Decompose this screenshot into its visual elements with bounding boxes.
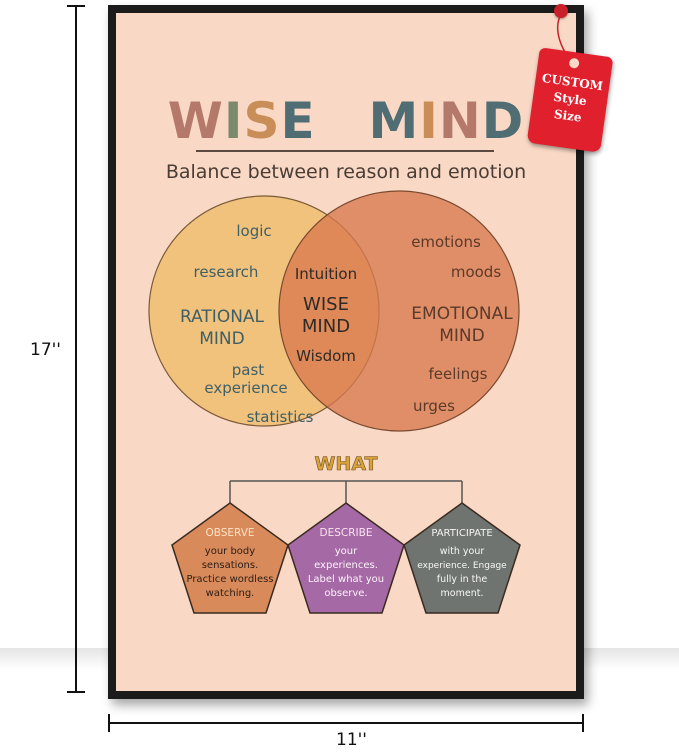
participate-pentagon <box>403 502 521 614</box>
skill-text: with your <box>440 546 485 557</box>
title-letter: W <box>167 92 224 150</box>
skill-text: experience. Engage <box>417 561 507 571</box>
width-dimension-label: 11'' <box>336 730 367 750</box>
wise-word: Wisdom <box>296 347 356 365</box>
describe-pentagon <box>287 502 405 614</box>
title-letter: E <box>280 92 316 150</box>
wise-label: WISE <box>303 294 349 315</box>
emotional-label: EMOTIONAL <box>411 304 513 324</box>
rational-word: logic <box>236 222 271 240</box>
title-letter: S <box>243 92 281 150</box>
skill-name: PARTICIPATE <box>431 528 492 539</box>
skill-name: DESCRIBE <box>320 527 373 539</box>
title-letter: M <box>368 92 420 150</box>
poster-title: WISE MIND <box>116 93 576 149</box>
skill-text: Practice wordless <box>186 574 273 585</box>
wise-label: MIND <box>302 316 350 337</box>
width-dimension-line <box>108 722 584 724</box>
rational-word: past <box>232 361 265 379</box>
emotional-mind-circle <box>278 190 520 432</box>
skill-text: fully in the <box>437 574 488 585</box>
poster: WISE MIND Balance between reason and emo… <box>116 13 576 691</box>
height-dimension-label: 17'' <box>30 340 61 360</box>
skill-text: your <box>335 546 358 557</box>
pin-icon <box>554 4 568 18</box>
rational-word: experience <box>204 379 287 397</box>
emotional-word: moods <box>451 263 501 281</box>
height-dimension-line <box>75 5 77 693</box>
skill-text: Label what you <box>308 574 384 585</box>
wise-word: Intuition <box>295 265 357 283</box>
title-letter: I <box>419 92 439 150</box>
skill-name: OBSERVE <box>205 527 254 539</box>
height-dimension-cap-top <box>67 5 85 7</box>
skill-text: your body <box>205 546 255 557</box>
width-dimension-cap-right <box>582 714 584 732</box>
what-label: WHAT <box>314 453 377 475</box>
width-dimension-cap-left <box>108 714 110 732</box>
emotional-word: emotions <box>411 233 481 251</box>
rational-label: RATIONAL <box>180 307 265 327</box>
title-letter: I <box>223 92 244 150</box>
title-underline <box>196 150 494 152</box>
rational-word: statistics <box>247 408 314 426</box>
connector-lines <box>229 480 463 503</box>
title-letter: N <box>438 92 482 150</box>
custom-size-tag: CUSTOM Style Size <box>526 47 614 153</box>
skill-text: sensations. <box>202 560 259 571</box>
skill-text: observe. <box>324 588 367 599</box>
skill-text: experiences. <box>314 560 378 571</box>
poster-frame: WISE MIND Balance between reason and emo… <box>108 5 584 699</box>
emotional-word: urges <box>413 397 455 415</box>
rational-label: MIND <box>199 329 245 349</box>
rational-word: research <box>194 263 259 281</box>
venn-and-skills-diagram: logic research RATIONAL MIND past experi… <box>148 190 521 614</box>
title-letter: D <box>481 92 525 150</box>
observe-pentagon <box>171 502 289 614</box>
poster-subtitle: Balance between reason and emotion <box>165 161 527 183</box>
emotional-label: MIND <box>439 326 485 346</box>
skill-text: moment. <box>441 588 484 599</box>
height-dimension-cap-bottom <box>67 691 85 693</box>
emotional-word: feelings <box>429 365 488 383</box>
skill-text: watching. <box>206 588 255 599</box>
